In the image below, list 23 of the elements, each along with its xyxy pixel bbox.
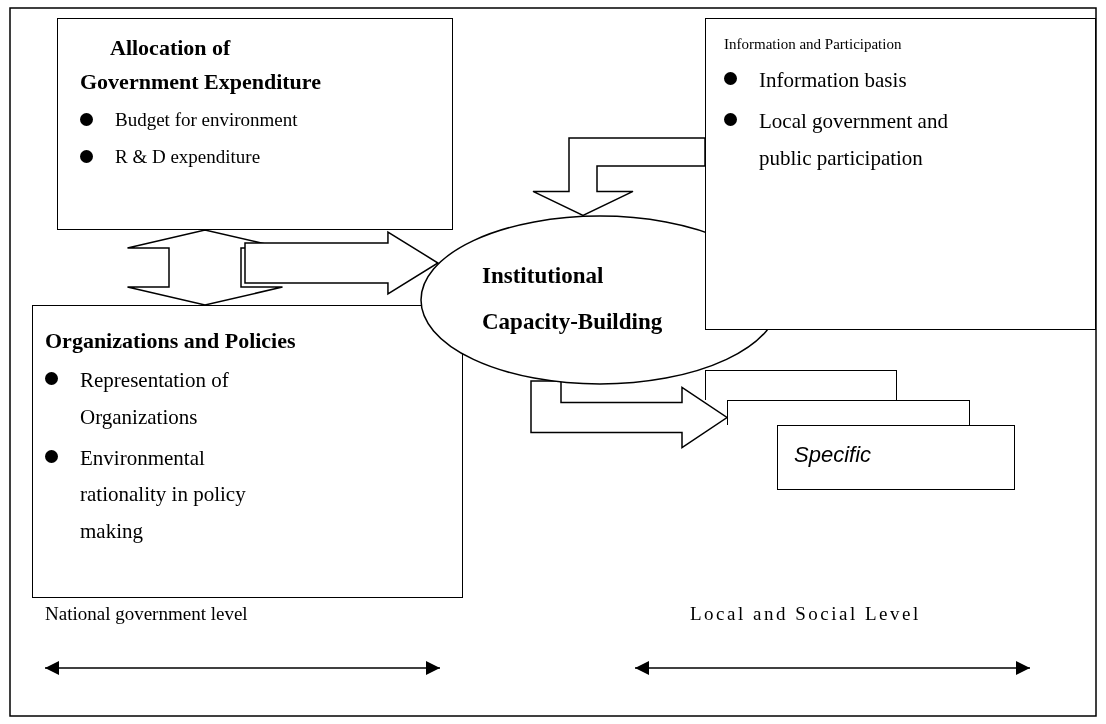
box-heading: Organizations and Policies <box>45 327 297 355</box>
block-arrow <box>126 229 284 306</box>
level-label: National government level <box>45 603 248 625</box>
stacked-box <box>727 400 970 425</box>
text-box <box>57 18 453 230</box>
ellipse-label: Institutional Capacity-Building <box>482 262 664 336</box>
text-box <box>32 305 463 598</box>
text-box <box>777 425 1015 490</box>
bullet-text: Environmental rationality in policy making <box>80 444 247 546</box>
level-label: Local and Social Level <box>690 603 921 625</box>
stacked-box <box>705 370 897 400</box>
bullet-text: Information basis <box>759 67 907 95</box>
bullet-text: Budget for environment <box>115 108 298 133</box>
bullet-text: Representation of Organizations <box>80 367 230 431</box>
box-heading: Information and Participation <box>724 35 903 54</box>
block-arrow <box>530 380 729 449</box>
block-arrow <box>532 137 706 217</box>
block-arrow <box>244 230 440 296</box>
bullet-text: Local government and public participation <box>759 108 949 172</box>
bullet-text: R & D expenditure <box>115 145 261 170</box>
text-box <box>705 18 1096 330</box>
box-text: Specific <box>794 442 872 468</box>
box-heading: Allocation of Government Expenditure <box>80 34 322 97</box>
